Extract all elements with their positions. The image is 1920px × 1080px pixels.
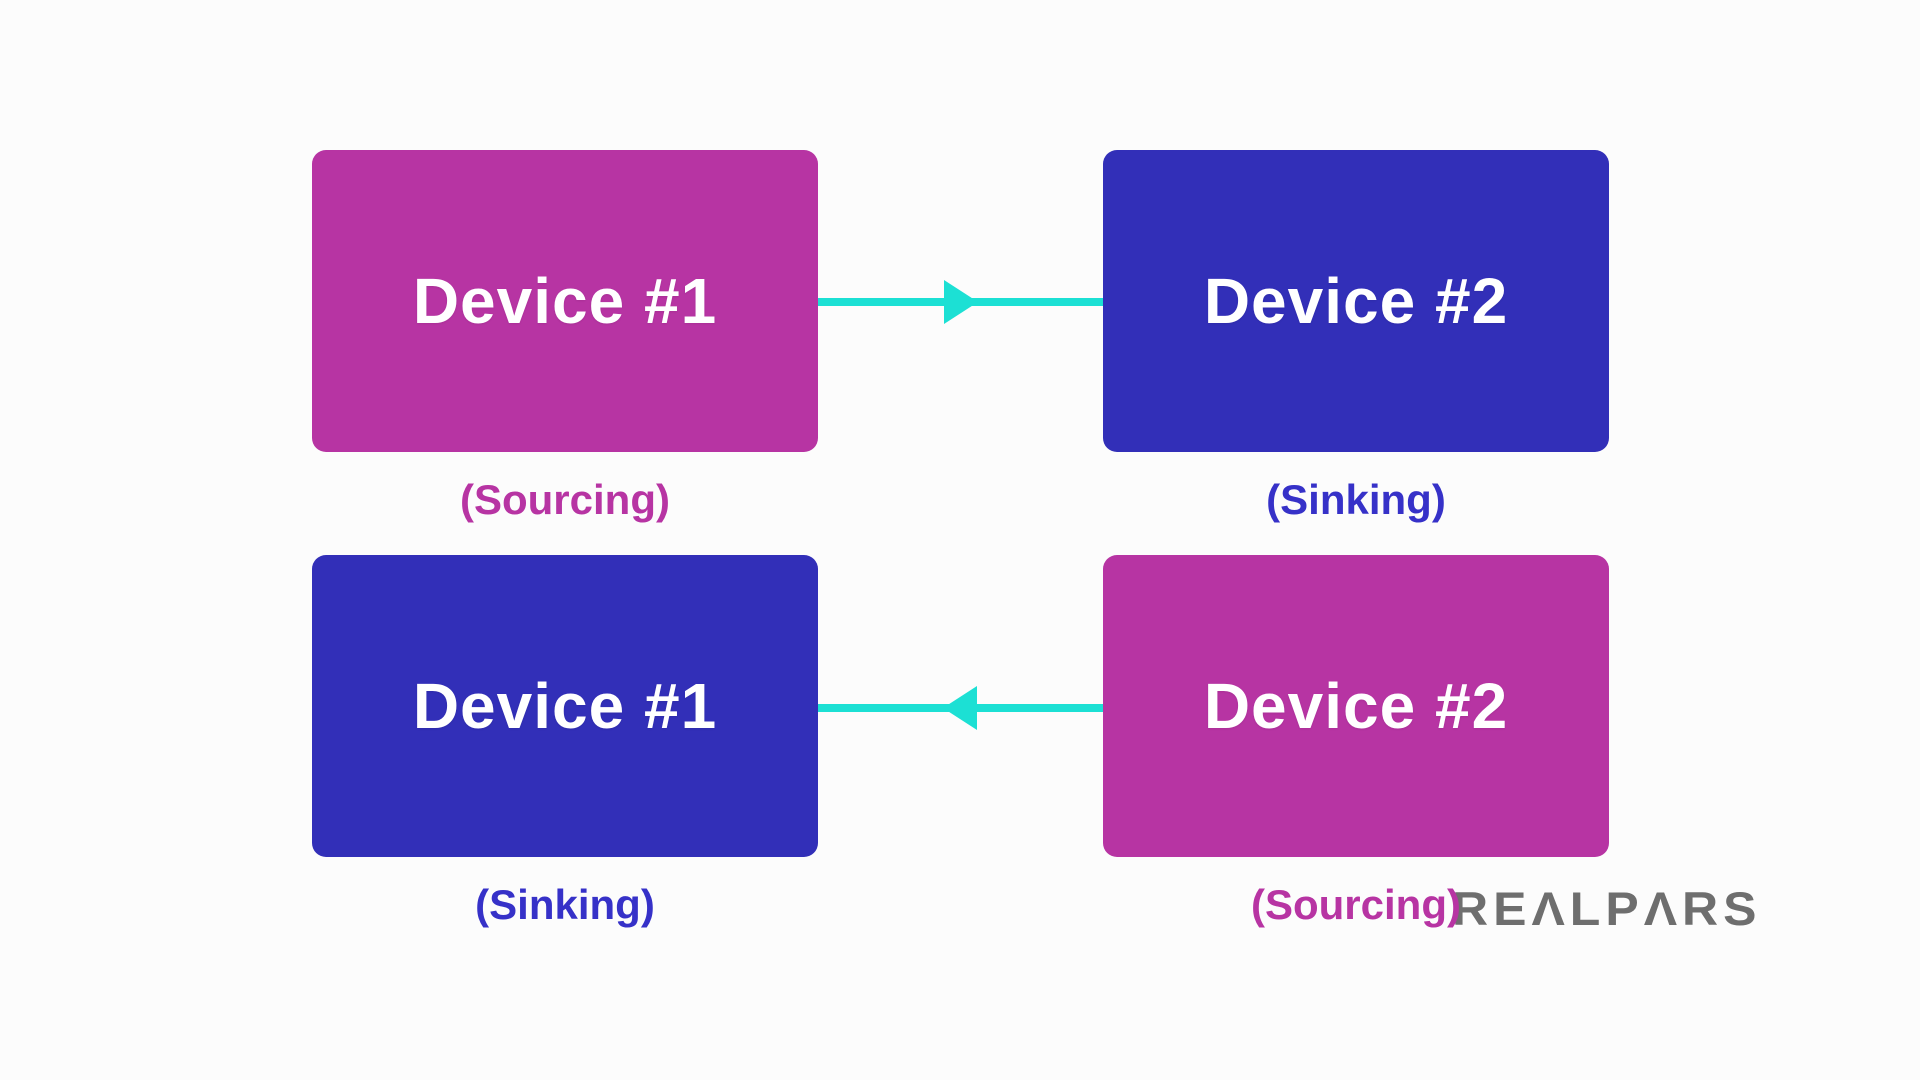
sourcing-label: (Sourcing) [460, 476, 670, 523]
device2-sinking-box: Device #2 [1103, 150, 1609, 452]
device1-sinking-box: Device #1 [312, 555, 818, 857]
arrowhead-left-icon [943, 686, 977, 730]
arrow-device1-to-device2 [818, 280, 1103, 324]
device1-sourcing-box: Device #1 [312, 150, 818, 452]
device2-sourcing-box: Device #2 [1103, 555, 1609, 857]
device-box-label: Device #2 [1203, 670, 1509, 742]
device-box-label: Device #2 [1203, 265, 1509, 337]
device-box-label: Device #1 [412, 670, 718, 742]
device-box-label: Device #1 [412, 265, 718, 337]
sourcing-label: (Sourcing) [1251, 881, 1461, 928]
arrowhead-right-icon [944, 280, 978, 324]
realpars-logo: REΛLPΛRS [1452, 882, 1762, 936]
sinking-label: (Sinking) [475, 881, 655, 928]
arrow-device2-to-device1 [818, 686, 1103, 730]
sinking-label: (Sinking) [1266, 476, 1446, 523]
